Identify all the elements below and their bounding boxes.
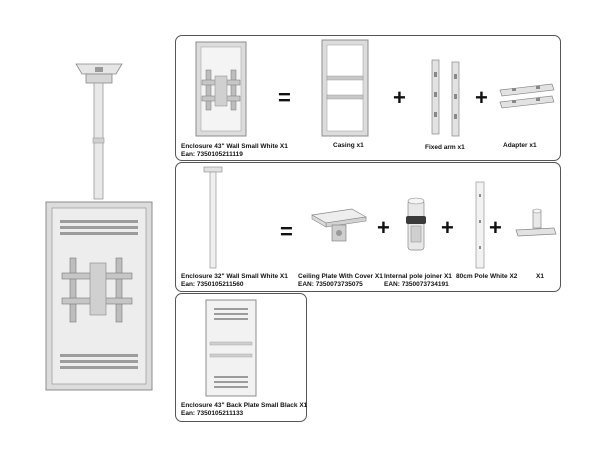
- pole-joiner-ean: EAN: 7350073734191: [384, 281, 449, 288]
- adapter-label: Adapter x1: [503, 142, 537, 149]
- back-plate-ean: Ean: 7350105211133: [181, 410, 244, 417]
- pole-80cm-icon: [475, 181, 485, 269]
- row2-plus-2: +: [441, 215, 454, 240]
- row2-enclosure-title: Enclosure 32" Wall Small White X1: [181, 273, 288, 280]
- row1-enclosure-ean: Ean: 7350105211119: [181, 151, 243, 158]
- row1-equals: =: [278, 85, 291, 110]
- cross-connector-icon: [515, 208, 557, 237]
- ceiling-plate-label: Ceiling Plate With Cover X1: [298, 273, 383, 280]
- pole-icon: [203, 166, 223, 269]
- row1-enclosure-title: Enclosure 43" Wall Small White X1: [181, 143, 288, 150]
- pole-joiner-label: Internal pole joiner X1: [384, 273, 452, 280]
- ceiling-plate-ean: EAN: 7350073735075: [298, 281, 363, 288]
- ceiling-mount-enclosure-icon: [45, 63, 153, 391]
- row2-plus-1: +: [377, 215, 390, 240]
- casing-icon: [321, 39, 369, 137]
- row1-plus-1: +: [393, 85, 406, 110]
- fixed-arm-label: Fixed arm x1: [425, 144, 465, 151]
- row2-equals: =: [280, 219, 293, 244]
- back-plate-icon: [205, 299, 257, 397]
- fixed-arm-icon: [431, 59, 460, 137]
- cross-connector-label: X1: [536, 273, 544, 280]
- ceiling-plate-icon: [310, 208, 368, 242]
- enclosure-with-bracket-icon: [195, 41, 247, 137]
- row1-plus-2: +: [475, 85, 488, 110]
- pole-joiner-icon: [406, 197, 426, 251]
- row2-panel: [175, 162, 561, 292]
- row2-plus-3: +: [489, 215, 502, 240]
- pole-80cm-label: 80cm Pole White X2: [456, 273, 518, 280]
- adapter-icon: [499, 83, 555, 109]
- row2-enclosure-ean: Ean: 7350105211560: [181, 281, 244, 288]
- casing-label: Casing x1: [333, 142, 364, 149]
- back-plate-title: Enclosure 43" Back Plate Small Black X1: [181, 402, 308, 409]
